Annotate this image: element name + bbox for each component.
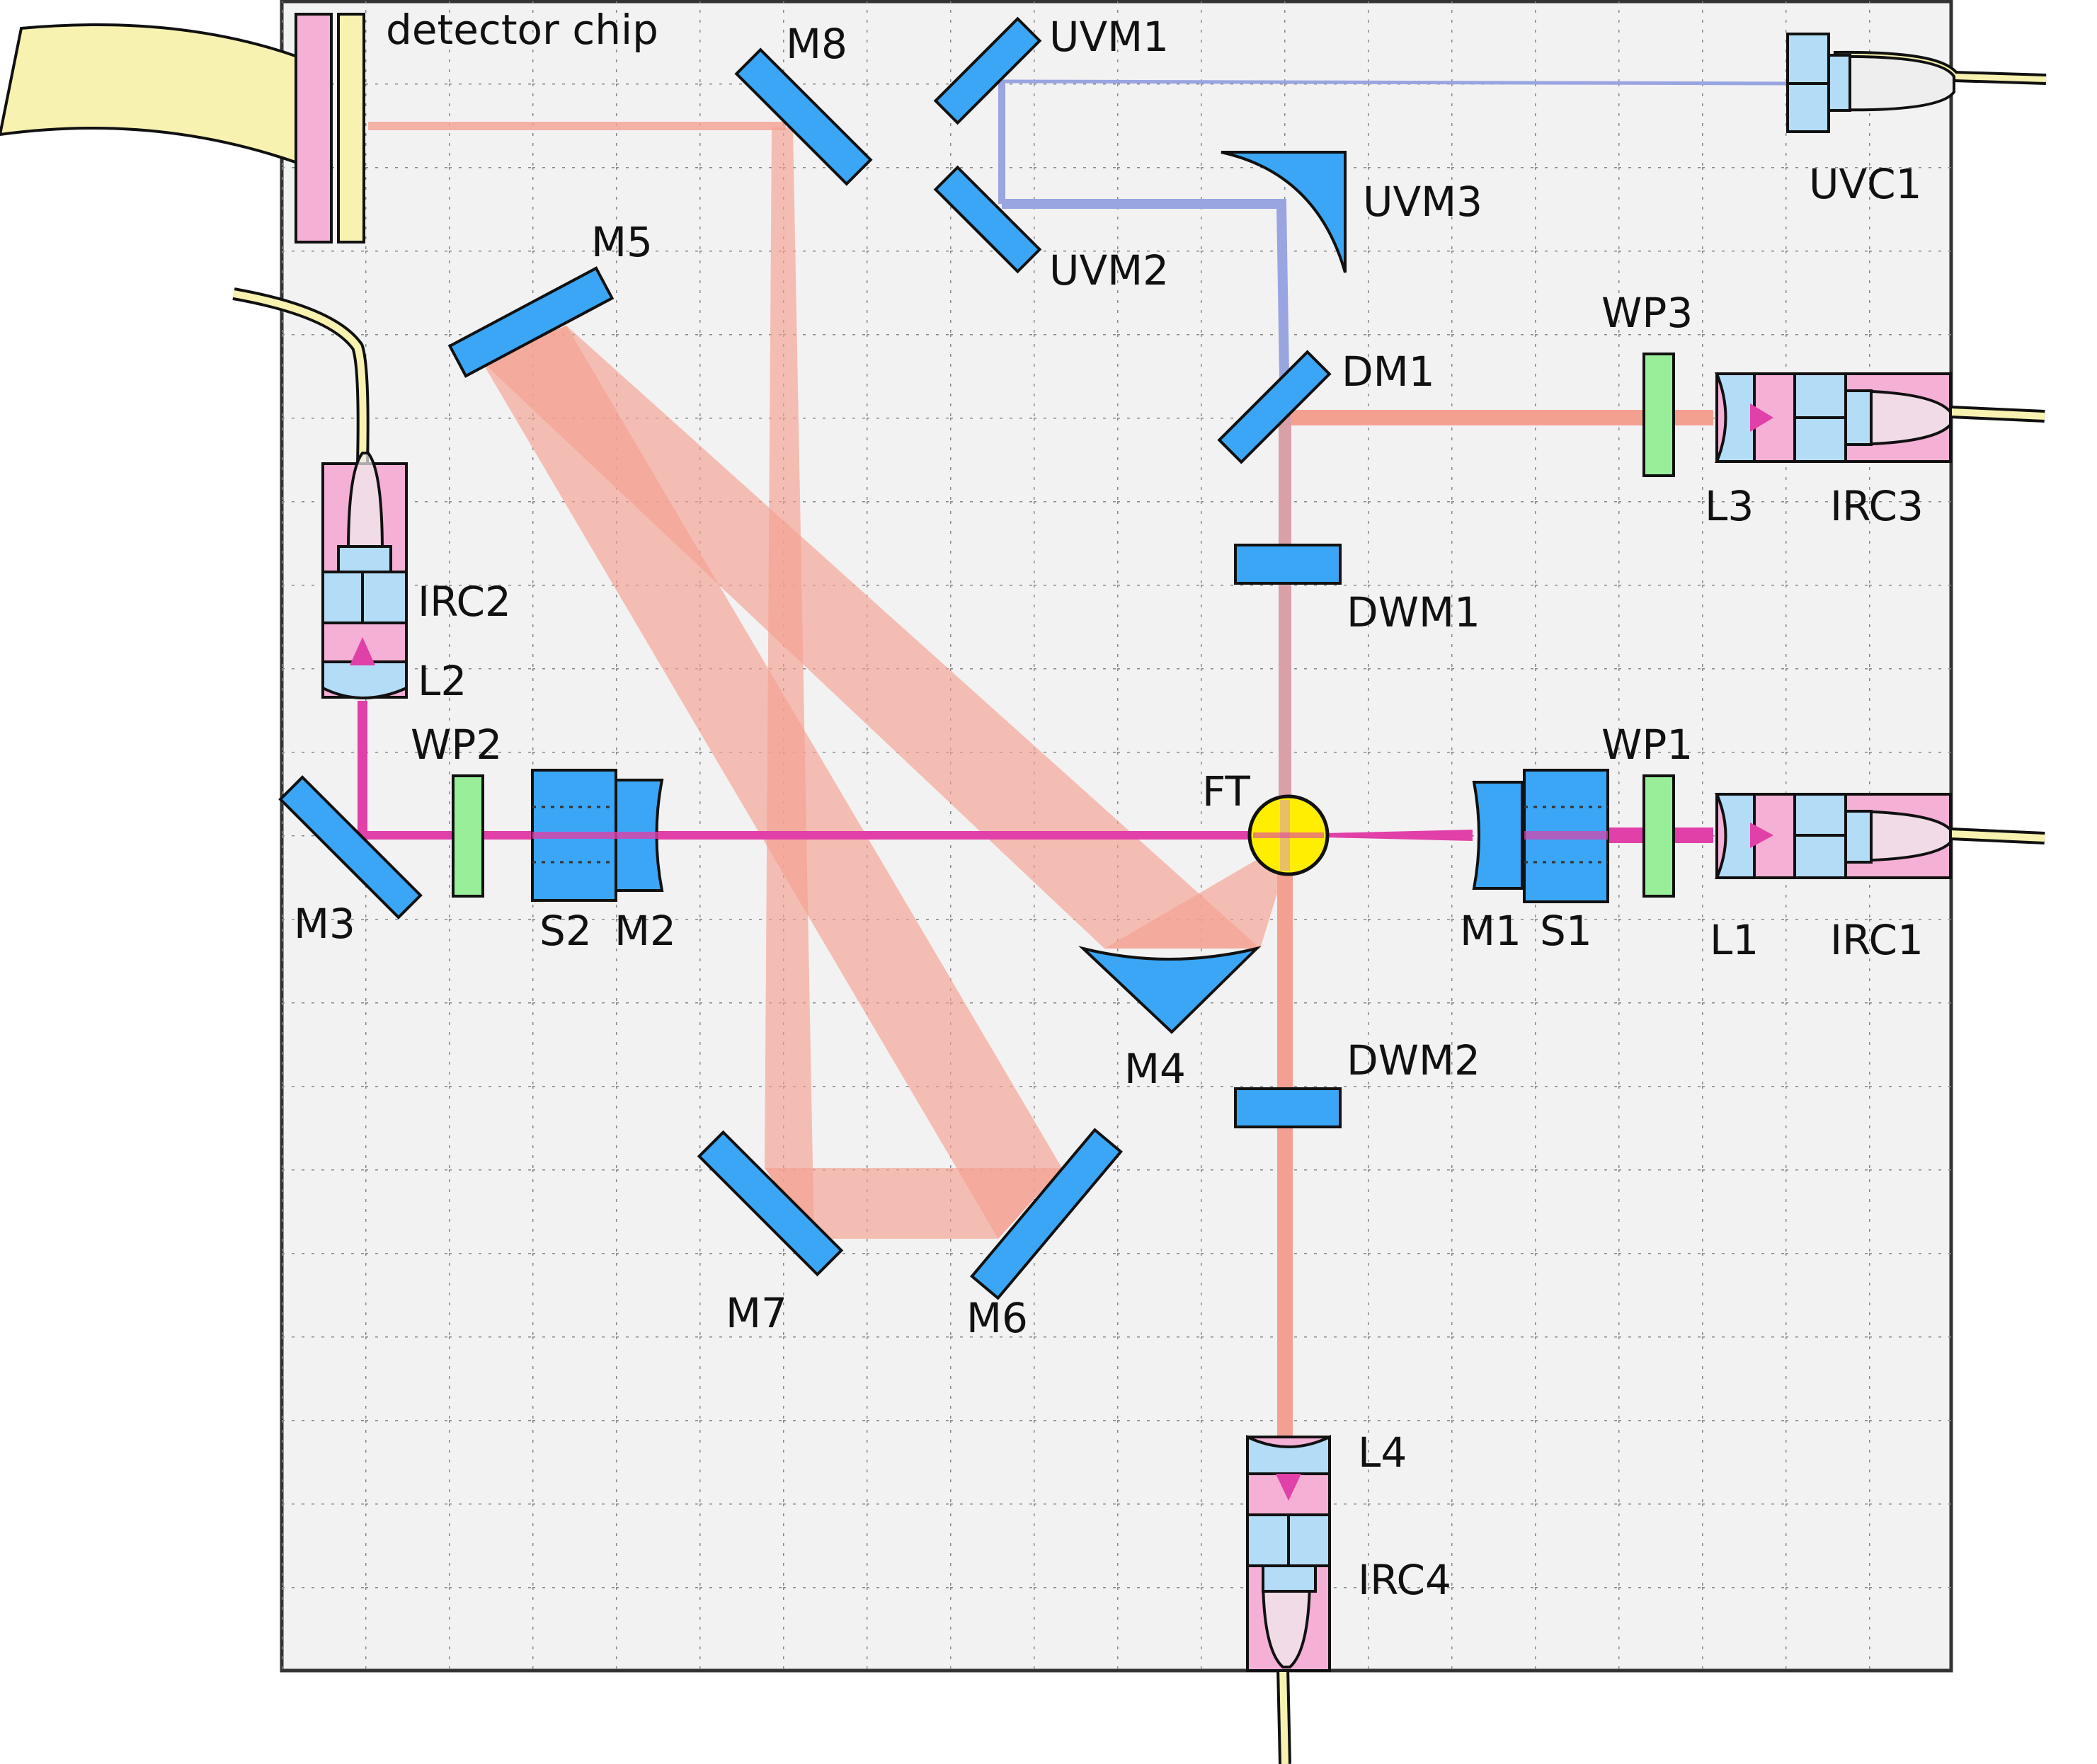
collimator-irc3 [1715, 372, 2045, 463]
detector-chip-yellow [337, 13, 365, 244]
mirror-m7 [697, 1130, 844, 1277]
label-dm1: DM1 [1342, 348, 1435, 396]
label-l3: L3 [1705, 482, 1754, 530]
mirror-m4 [1078, 946, 1262, 1034]
mirror-dwm2 [1234, 1087, 1342, 1128]
mirror-uvm3 [1221, 151, 1347, 273]
label-m4: M4 [1124, 1045, 1186, 1093]
mirror-m3 [278, 775, 423, 920]
collimator-uvc1 [1786, 33, 2047, 133]
detector-flex-cable [0, 23, 299, 165]
waveplate-wp1 [1642, 774, 1675, 898]
label-irc1: IRC1 [1830, 916, 1924, 964]
label-wp1: WP1 [1601, 721, 1693, 769]
waveplate-wp3 [1642, 353, 1675, 477]
mirror-m8 [734, 47, 873, 186]
label-l1: L1 [1710, 916, 1759, 964]
waveplates [452, 353, 1675, 898]
mirror-m5 [447, 266, 615, 378]
label-uvm3: UVM3 [1363, 178, 1482, 226]
ir-beam-m6-m7 [765, 1168, 1062, 1239]
component-labels: M8 UVM1 UVM3 UVC1 UVM2 M5 WP3 DM1 L3 IRC… [294, 13, 1924, 1604]
label-dwm2: DWM2 [1347, 1036, 1480, 1084]
label-detector-chip: detector chip [386, 6, 658, 54]
uv-beam-uvm2-uvm3-dm1 [1002, 199, 1290, 418]
label-l4: L4 [1358, 1428, 1407, 1477]
label-l2: L2 [418, 657, 467, 705]
label-m2: M2 [615, 907, 676, 955]
label-wp2: WP2 [411, 721, 502, 769]
uv-beam-uvm1-uvc1 [1001, 79, 1813, 86]
collimator-irc1 [1714, 793, 2045, 879]
label-m7: M7 [726, 1289, 787, 1337]
mirrors [278, 16, 1347, 1300]
label-s2: S2 [539, 907, 592, 955]
label-m3: M3 [294, 900, 355, 948]
pump-beam-ft-l1 [1296, 830, 1473, 841]
ir-beams [481, 127, 1289, 1239]
mirror-dm1 [1217, 350, 1332, 464]
label-m5: M5 [591, 218, 653, 266]
label-irc2: IRC2 [418, 578, 511, 626]
mirror-dwm1 [1234, 544, 1342, 585]
label-ft: FT [1202, 767, 1250, 815]
collimator-irc2 [232, 287, 408, 699]
mirror-m1 [1472, 781, 1524, 890]
label-m8: M8 [786, 20, 847, 68]
label-s1: S1 [1540, 907, 1592, 955]
waveplate-wp2 [452, 774, 484, 898]
label-uvm2: UVM2 [1049, 246, 1169, 294]
collimator-irc4 [1246, 1434, 1331, 1764]
ir-beam-m4-m5 [481, 326, 1260, 949]
ir-beam-m7-m8 [765, 127, 814, 1239]
label-m6: M6 [966, 1294, 1028, 1342]
label-irc3: IRC3 [1830, 482, 1924, 530]
detector-chip-pink [295, 13, 333, 244]
label-m1: M1 [1460, 907, 1521, 955]
uv-beams [998, 79, 1813, 418]
label-dwm1: DWM1 [1347, 588, 1480, 636]
label-irc4: IRC4 [1358, 1556, 1451, 1604]
label-uvm1: UVM1 [1049, 13, 1169, 61]
mirror-uvm2 [933, 165, 1042, 274]
label-uvc1: UVC1 [1809, 160, 1922, 208]
label-wp3: WP3 [1601, 289, 1693, 337]
mirror-m6 [970, 1128, 1123, 1300]
mirror-uvm1 [933, 16, 1042, 125]
